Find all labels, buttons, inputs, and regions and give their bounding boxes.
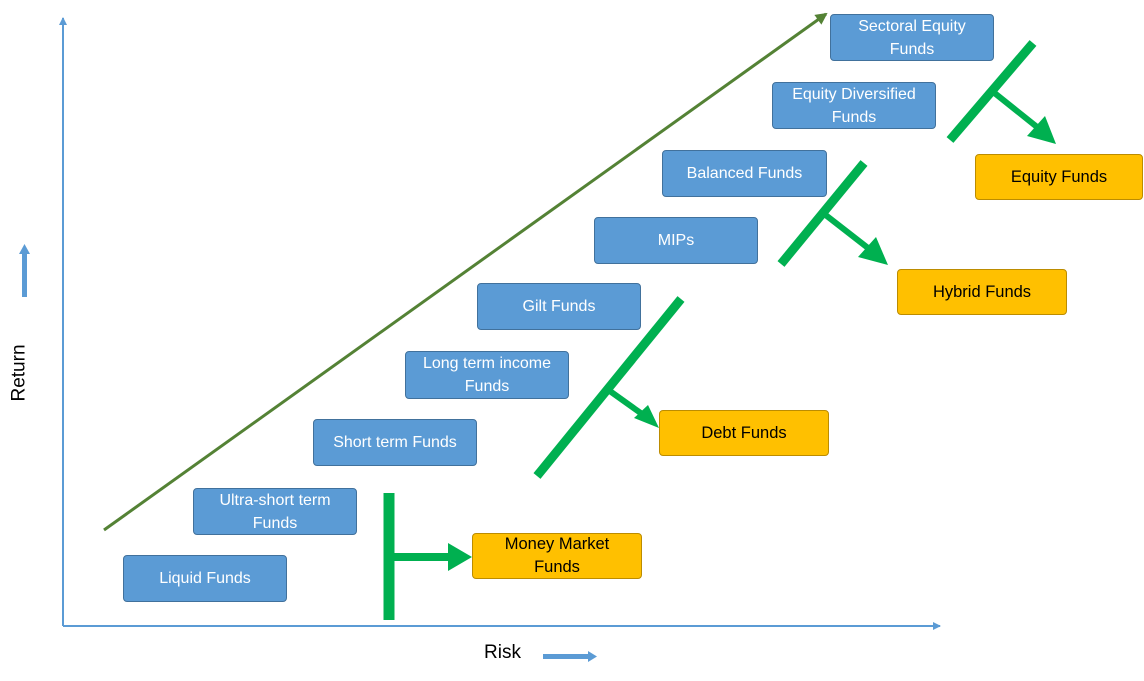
risk-return-trend-arrow [103,12,828,532]
category-box-money-market: Money Market Funds [472,533,642,579]
fund-box-liquid: Liquid Funds [123,555,287,602]
debt-bracket [533,296,685,479]
category-box-equity: Equity Funds [975,154,1143,200]
equity-bracket [946,40,1056,144]
x-axis-label: Risk [484,642,521,663]
fund-box-equity-diversified: Equity Diversified Funds [772,82,936,129]
fund-box-mips: MIPs [594,217,758,264]
fund-box-gilt: Gilt Funds [477,283,641,330]
category-box-hybrid: Hybrid Funds [897,269,1067,315]
hybrid-bracket [777,160,888,267]
fund-box-long-term-income: Long term income Funds [405,351,569,399]
fund-box-sectoral-equity: Sectoral Equity Funds [830,14,994,61]
return-direction-arrow [19,244,30,297]
money-market-bracket [383,493,472,620]
fund-box-ultra-short-term: Ultra-short term Funds [193,488,357,535]
y-axis-label: Return [8,344,30,402]
category-box-debt: Debt Funds [659,410,829,456]
risk-direction-arrow [543,651,597,662]
fund-box-balanced: Balanced Funds [662,150,827,197]
fund-box-short-term: Short term Funds [313,419,477,466]
